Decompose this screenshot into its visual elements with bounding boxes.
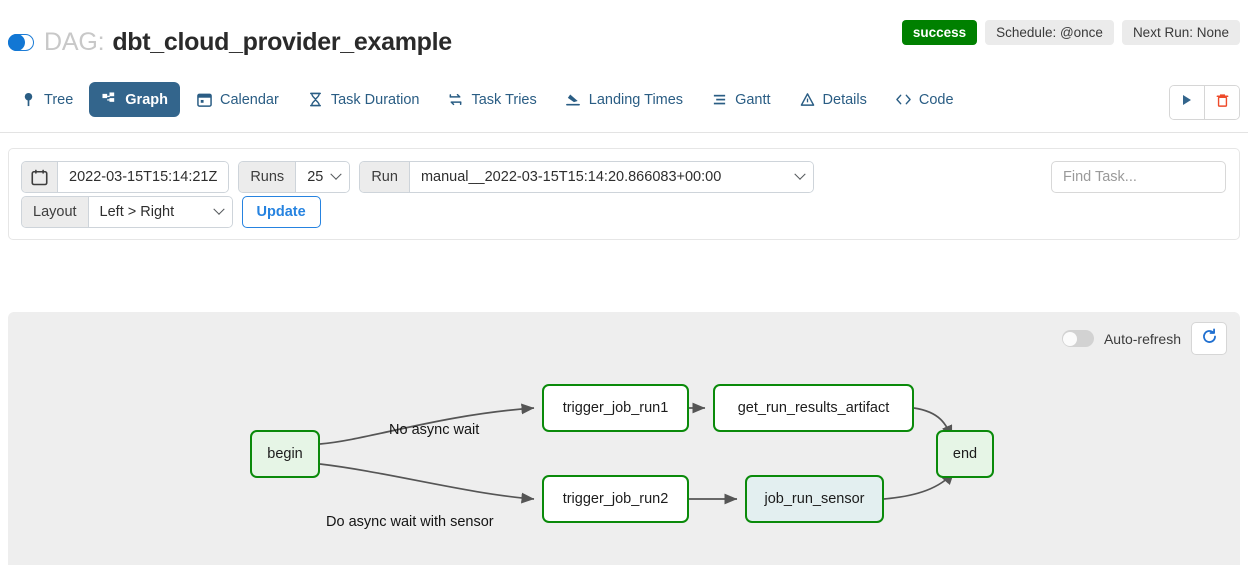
graph-edges (319, 402, 955, 505)
tab-calendar[interactable]: Calendar (184, 82, 291, 117)
auto-refresh-toggle[interactable] (1061, 330, 1094, 347)
tab-landing-times-label: Landing Times (588, 91, 684, 108)
edge-label-async-wait: Do async wait with sensor (326, 514, 494, 530)
page-title: dbt_cloud_provider_example (112, 28, 452, 56)
refresh-button[interactable] (1191, 322, 1227, 355)
tab-task-tries[interactable]: Task Tries (435, 82, 548, 117)
tab-task-duration-label: Task Duration (330, 91, 420, 108)
legend: DbtCloudGetJobRunArtifactOperator DbtClo… (0, 256, 1248, 558)
delete-dag-button[interactable] (1204, 86, 1239, 119)
graph-toolbar: Auto-refresh (1061, 322, 1227, 355)
dag-title-row: DAG: dbt_cloud_provider_example (8, 28, 452, 57)
warning-triangle-icon (799, 91, 816, 108)
layout-group: Layout Left > Right (21, 196, 233, 228)
schedule-badge[interactable]: Schedule: @once (985, 20, 1114, 45)
tab-details-label: Details (822, 91, 867, 108)
code-brackets-icon (895, 91, 912, 108)
tab-calendar-label: Calendar (219, 91, 279, 108)
layout-label: Layout (22, 197, 88, 227)
graph-node-trigger-job-run1[interactable]: trigger_job_run1 (542, 384, 689, 432)
run-group: Run manual__2022-03-15T15:14:20.866083+0… (359, 161, 814, 193)
tab-task-tries-label: Task Tries (471, 91, 537, 108)
header-badges: success Schedule: @once Next Run: None (901, 20, 1240, 45)
tab-tree[interactable]: Tree (8, 82, 85, 117)
graph-icon (101, 91, 118, 108)
tab-gantt-label: Gantt (735, 91, 771, 108)
hourglass-icon (307, 91, 324, 108)
tab-landing-times[interactable]: Landing Times (553, 82, 695, 117)
update-button[interactable]: Update (241, 196, 321, 228)
graph-node-get-run-results-artifact[interactable]: get_run_results_artifact (713, 384, 914, 432)
tab-code[interactable]: Code (883, 82, 966, 117)
retry-icon (447, 91, 464, 108)
graph-node-trigger-job-run2[interactable]: trigger_job_run2 (542, 475, 689, 523)
landing-icon (565, 91, 582, 108)
tab-graph[interactable]: Graph (89, 82, 180, 117)
trigger-dag-button[interactable] (1170, 86, 1204, 119)
graph-node-end[interactable]: end (936, 430, 994, 478)
runs-select[interactable]: 25 (295, 162, 350, 192)
graph-node-begin[interactable]: begin (250, 430, 320, 478)
base-date-group: 2022-03-15T15:14:21Z (21, 161, 230, 193)
filter-bar: 2022-03-15T15:14:21Z Runs 25 Run manual_… (8, 148, 1240, 240)
dag-pause-toggle[interactable] (8, 34, 34, 51)
tab-graph-label: Graph (125, 91, 168, 108)
edge-begin-to-trigger2 (319, 463, 535, 504)
dag-label: DAG: (44, 28, 105, 56)
next-run-badge: Next Run: None (1121, 20, 1240, 45)
tree-icon (20, 91, 37, 108)
trash-icon (1215, 93, 1230, 113)
base-date-input[interactable]: 2022-03-15T15:14:21Z (57, 162, 229, 192)
tab-task-duration[interactable]: Task Duration (295, 82, 432, 117)
tab-code-label: Code (918, 91, 954, 108)
run-label: Run (360, 162, 409, 192)
runs-group: Runs 25 (238, 161, 351, 193)
dag-nav-tabs: Tree Graph Calen (0, 82, 1248, 132)
graph-node-job-run-sensor[interactable]: job_run_sensor (745, 475, 884, 523)
runs-label: Runs (239, 162, 296, 192)
status-badge: success (901, 20, 978, 45)
dag-action-group (1169, 85, 1240, 120)
layout-select[interactable]: Left > Right (87, 197, 232, 227)
calendar-icon (196, 91, 213, 108)
tab-tree-label: Tree (44, 91, 74, 108)
refresh-icon (1201, 327, 1218, 350)
nav-divider (0, 132, 1248, 133)
calendar-icon[interactable] (22, 162, 57, 192)
gantt-icon (711, 91, 728, 108)
edge-label-no-async-wait: No async wait (389, 422, 480, 438)
tab-gantt[interactable]: Gantt (699, 82, 782, 117)
find-task-input[interactable]: Find Task... (1051, 161, 1226, 193)
run-select[interactable]: manual__2022-03-15T15:14:20.866083+00:00 (408, 162, 813, 192)
auto-refresh-label: Auto-refresh (1103, 330, 1181, 347)
play-icon (1180, 93, 1194, 112)
dag-graph-canvas[interactable]: Auto-refresh begin trigger_job_run1 get_… (8, 312, 1240, 565)
page-header: DAG: dbt_cloud_provider_example success … (0, 0, 1248, 74)
tab-details[interactable]: Details (787, 82, 879, 117)
